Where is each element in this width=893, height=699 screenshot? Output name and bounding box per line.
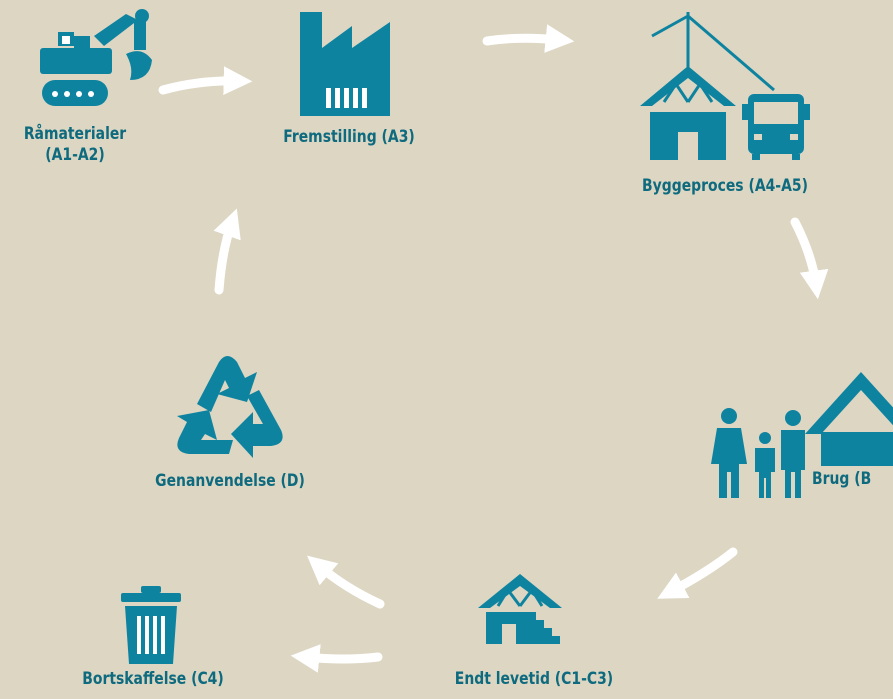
arrow-use-to-endoflife [657,547,738,599]
arrow-recycling-to-manufacturing [213,208,241,295]
trash-can-icon [121,586,181,664]
demolished-house-icon [478,574,562,644]
label-end-of-life: Endt levetid (C1-C3) [454,669,614,689]
label-raw-materials: Råmaterialer (A1-A2) [15,124,135,166]
label-raw-materials-line2: (A1-A2) [45,145,105,165]
label-manufacturing: Fremstilling (A3) [283,127,415,147]
excavator-icon [40,9,152,106]
arrow-manufacturing-to-construction [482,24,575,53]
label-raw-materials-line1: Råmaterialer [23,124,127,144]
house-crane-truck-icon [640,12,810,160]
label-construction: Byggeproces (A4-A5) [642,176,808,196]
arrow-endoflife-to-disposal [290,644,383,673]
label-recycling: Genanvendelse (D) [155,471,305,491]
arrow-endoflife-to-recycling [307,555,385,609]
factory-icon [300,12,390,116]
family-house-icon [711,372,893,498]
arrow-raw-to-manufacturing [158,66,253,96]
arrow-construction-to-use [790,217,829,300]
label-use: Brug (B [812,469,872,489]
label-disposal: Bortskaffelse (C4) [82,669,224,689]
recycle-icon [177,356,283,458]
